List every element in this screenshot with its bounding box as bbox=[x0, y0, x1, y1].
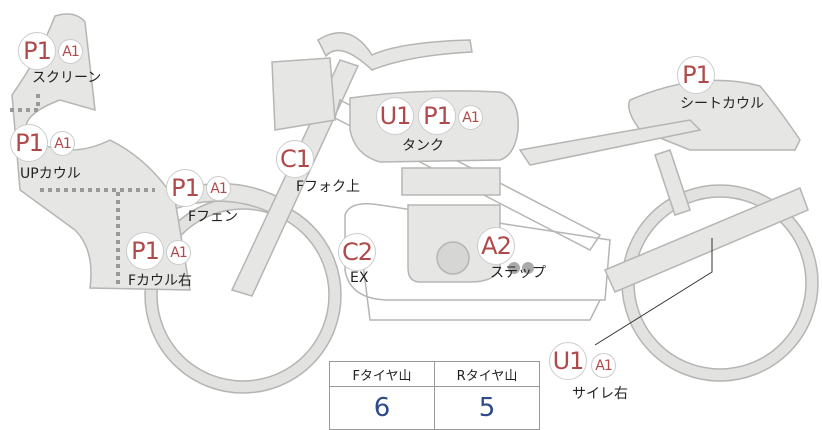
rear-tread-value: 5 bbox=[434, 386, 540, 430]
cowl bbox=[11, 13, 191, 291]
code-badge: A1 bbox=[458, 105, 483, 130]
code-badge: C1 bbox=[276, 140, 314, 178]
silencer-leader-line bbox=[594, 238, 713, 346]
part-label: シートカウル bbox=[680, 96, 764, 112]
code-badge: U1 bbox=[549, 342, 587, 380]
code-badge: U1 bbox=[376, 97, 414, 135]
part-label: Fカウル右 bbox=[128, 273, 193, 289]
handlebar bbox=[317, 32, 473, 71]
part-label: スクリーン bbox=[32, 70, 102, 86]
code-badge: P1 bbox=[418, 97, 456, 135]
code-badge: A1 bbox=[591, 353, 616, 378]
code-badge: P1 bbox=[677, 56, 715, 94]
headlight-block bbox=[271, 57, 336, 131]
code-badge: A1 bbox=[206, 176, 231, 201]
engine bbox=[401, 167, 501, 196]
step-peg bbox=[522, 262, 534, 274]
part-label: Fフェン bbox=[188, 209, 239, 225]
code-badge: A1 bbox=[50, 131, 75, 156]
code-badge: P1 bbox=[18, 32, 56, 70]
code-badge: A1 bbox=[58, 39, 83, 64]
step-peg bbox=[508, 262, 520, 274]
part-label: UPカウル bbox=[20, 166, 81, 182]
code-badge: P1 bbox=[126, 232, 164, 270]
silencer bbox=[603, 187, 809, 293]
part-label: EX bbox=[350, 270, 369, 286]
code-badge: C2 bbox=[338, 233, 376, 271]
part-label: Fフォク上 bbox=[296, 179, 361, 195]
part-label: サイレ右 bbox=[572, 386, 628, 402]
code-badge: P1 bbox=[166, 169, 204, 207]
cowl-part-line bbox=[8, 94, 40, 112]
code-badge: A2 bbox=[477, 227, 515, 265]
frame bbox=[334, 98, 602, 251]
tire-tread-table: Fタイヤ山 Rタイヤ山 6 5 bbox=[329, 361, 540, 430]
code-badge: P1 bbox=[10, 124, 48, 162]
rear-tread-header: Rタイヤ山 bbox=[434, 361, 540, 387]
code-badge: A1 bbox=[166, 240, 191, 265]
part-label: ステップ bbox=[490, 265, 546, 281]
part-label: タンク bbox=[402, 138, 444, 154]
front-tread-header: Fタイヤ山 bbox=[329, 361, 435, 387]
front-tread-value: 6 bbox=[329, 386, 435, 430]
